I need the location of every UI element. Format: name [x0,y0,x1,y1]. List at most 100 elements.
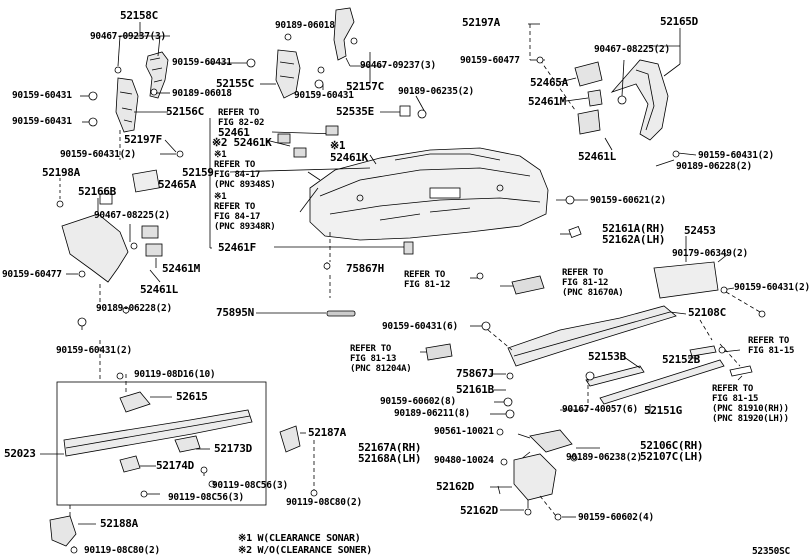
label-90189-06018b: 90189-06018 [172,88,232,99]
label-90159-60621: 90159-60621(2) [590,195,666,206]
label-52166b: 52166B [78,185,116,198]
label-52615: 52615 [176,390,208,403]
label-52165d: 52165D [660,15,698,28]
bracket-52156c-drawing [115,77,139,133]
label-52152b: 52152B [662,353,700,366]
label-52107c: 52107C(LH) [640,450,704,463]
label-52173d: 52173D [214,442,252,455]
note-clearance-sonar-with: ※1 W(CLEARANCE SONAR) [238,533,361,544]
bumper-bracket-lines [209,95,588,314]
label-90467-08225-left: 90467-08225(2) [94,210,170,221]
label-90480-10024: 90480-10024 [434,455,494,466]
label-90561-10021: 90561-10021 [434,426,494,437]
label-90119-08c80-2a: 90119-08C80(2) [286,497,362,508]
label-52465a-left: 52465A [158,178,196,191]
moldings-drawing [585,345,753,405]
label-90159-60602-8: 90159-60602(8) [380,396,456,407]
label-90159-60431-2c: 90159-60431(2) [698,150,774,161]
clip-52535e [399,105,411,117]
label-90159-60431-6: 90159-60431(6) [382,321,458,332]
label-52461l-left: 52461L [140,283,178,296]
label-52465a-right: 52465A [530,76,568,89]
reinforcement-fasteners [116,372,216,498]
part-81670a [511,275,545,295]
pad-52461f [403,241,414,255]
label-52151g: 52151G [644,404,682,417]
label-90159-60431a: 90159-60431 [172,57,232,68]
label-52535e: 52535E [336,105,374,118]
label-52461k-a: ※2 52461K [212,136,272,149]
reinforcement-52023-drawing [63,391,253,473]
label-90159-60431e: 90159-60431 [294,90,354,101]
reflector-75895n [326,310,356,317]
label-90179-06349: 90179-06349(2) [672,248,748,259]
label-90467-08225-right: 90467-08225(2) [594,44,670,55]
label-52157c: 52157C [346,80,384,93]
side-bracket-52166b-drawing [61,169,163,283]
sensor-pad-a [277,133,291,144]
label-90159-60431c: 90159-60431 [12,116,72,127]
label-90119-08c56-3a: 90119-08C56(3) [212,480,288,491]
label-90159-60477-right: 90159-60477 [460,55,520,66]
label-90189-06018a: 90189-06018 [275,20,335,31]
label-90159-60431-2a: 90159-60431(2) [60,149,136,160]
label-90189-06211: 90189-06211(8) [394,408,470,419]
label-90159-60431-2d: 90159-60431(2) [734,282,810,293]
label-52461: 52461 [218,126,250,139]
stay-52188a-drawing [49,515,96,554]
label-52159: 52159 [182,166,214,179]
reinforcement-leaders [40,340,210,516]
label-90119-08c80-2b: 90119-08C80(2) [84,545,160,556]
label-75867h: 75867H [346,262,384,275]
ref-fig-81-13: REFER TO FIG 81-13 (PNC 81204A) [350,344,412,374]
nut-top-right [617,95,627,105]
label-52162d-a: 52162D [436,480,474,493]
pad-drawings-right [574,61,603,135]
clip-top-right [672,150,680,158]
label-52188a: 52188A [100,517,138,530]
label-52108c: 52108C [688,306,726,319]
label-52461m-left: 52461M [162,262,200,275]
label-52162d-b: 52162D [460,504,498,517]
label-75867j: 75867J [456,367,494,380]
label-52174d: 52174D [156,459,194,472]
label-90159-60477-left: 90159-60477 [2,269,62,280]
label-52161b: 52161B [456,383,494,396]
label-90167-40057: 90167-40057(6) [562,404,638,415]
support-52106c-drawing [496,428,600,466]
label-52197a: 52197A [462,16,500,29]
label-90467-09237b: 90467-09237(3) [360,60,436,71]
label-52461f: 52461F [218,241,256,254]
license-plate-bracket-52453 [653,236,766,318]
support-52162d-drawing [490,453,576,521]
bracket-52155c-drawing [275,49,301,99]
label-90189-06228-right: 90189-06228(2) [676,161,752,172]
bracket-52158c-drawing [145,51,169,99]
energy-absorber-52108c [507,305,687,367]
label-52023: 52023 [4,447,36,460]
top-right-leaders [528,23,697,167]
right-side-fasteners [476,272,726,419]
label-52155c: 52155C [216,77,254,90]
label-90159-60602-4: 90159-60602(4) [578,512,654,523]
sensor-pad-c [325,125,339,136]
note-clearance-sonar-without: ※2 W/O(CLEARANCE SONER) [238,545,372,556]
clip-75867h [323,262,331,270]
label-90159-60431-2b: 90159-60431(2) [56,345,132,356]
ref-fig-84-17a: ※1 REFER TO FIG 84-17 (PNC 89348S) [214,150,276,190]
label-75895n: 75895N [216,306,254,319]
top-left-leaders [80,22,385,160]
label-90189-06235: 90189-06235(2) [398,86,474,97]
label-52461k-b: ※1 52461K [330,139,368,164]
bracket-52157c-drawing [333,7,355,61]
stay-52187a-drawing [279,425,318,497]
label-90119-08c56-3b: 90119-08C56(3) [168,492,244,503]
label-90467-09237a: 90467-09237(3) [90,31,166,42]
diagram-code: 52350SC [752,546,790,557]
clip-52161a [568,226,582,238]
label-52461m-right: 52461M [528,95,566,108]
ref-fig-81-15b: REFER TO FIG 81-15 (PNC 81910(RH)) (PNC … [712,384,789,424]
label-52197f: 52197F [124,133,162,146]
